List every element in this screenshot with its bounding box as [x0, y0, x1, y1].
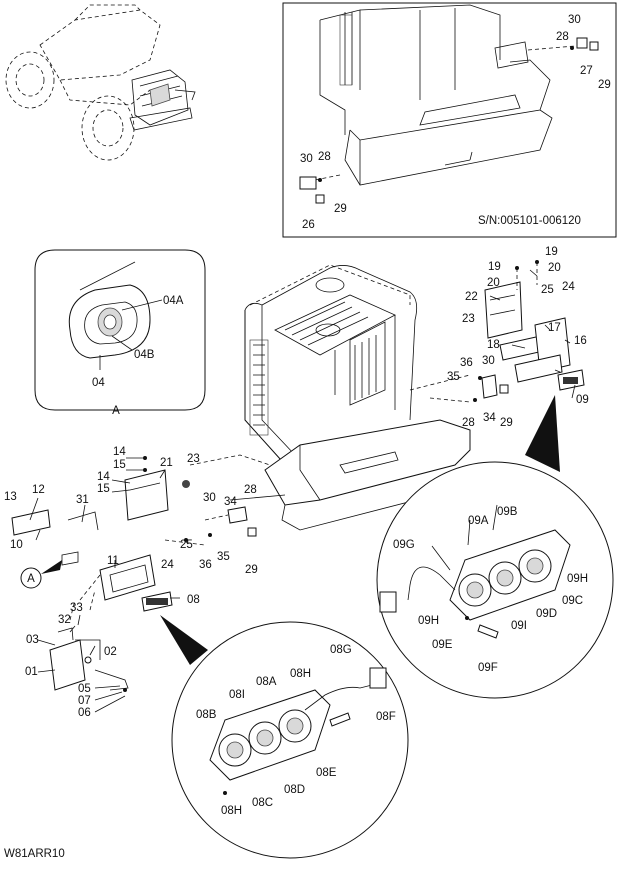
label-09d: 09D — [536, 608, 557, 620]
diagram-code: W81ARR10 — [4, 848, 65, 860]
label-31: 31 — [76, 494, 89, 506]
label-35b: 35 — [217, 551, 230, 563]
label-35a: 35 — [447, 371, 460, 383]
label-08d: 08D — [284, 784, 305, 796]
label-24a: 24 — [562, 281, 575, 293]
part-labels: 30 28 29 26 30 28 27 29 S/N:005101-00612… — [4, 14, 611, 860]
label-12: 12 — [32, 484, 45, 496]
label-08h1: 08H — [290, 668, 311, 680]
label-21: 21 — [160, 457, 173, 469]
detail-a-view — [34, 249, 206, 411]
label-26: 26 — [302, 219, 315, 231]
label-30a: 30 — [300, 153, 313, 165]
label-08c: 08C — [252, 797, 273, 809]
label-08h2: 08H — [221, 805, 242, 817]
label-33: 33 — [70, 602, 83, 614]
label-06: 06 — [78, 707, 91, 719]
label-01: 01 — [25, 666, 38, 678]
left-lamp-parts — [11, 456, 257, 692]
label-08b: 08B — [196, 709, 217, 721]
label-15a: 15 — [113, 459, 126, 471]
label-09e: 09E — [432, 639, 453, 651]
label-30b: 30 — [568, 14, 581, 26]
label-07: 07 — [78, 695, 91, 707]
label-08e: 08E — [316, 767, 337, 779]
label-36a: 36 — [460, 357, 473, 369]
label-28b: 28 — [556, 31, 569, 43]
machine-overview — [5, 4, 196, 161]
label-08i: 08I — [229, 689, 245, 701]
label-34b: 34 — [224, 496, 237, 508]
detail-a-title: A — [112, 405, 120, 417]
label-28c: 28 — [462, 417, 475, 429]
lamp-09-detail — [376, 395, 614, 699]
callout-a-letter: A — [27, 573, 35, 585]
label-32: 32 — [58, 614, 71, 626]
label-04b: 04B — [134, 349, 155, 361]
label-14a: 14 — [113, 446, 126, 458]
label-20a: 20 — [548, 262, 561, 274]
label-24b: 24 — [161, 559, 174, 571]
label-04: 04 — [92, 377, 105, 389]
label-29b: 29 — [598, 79, 611, 91]
label-03: 03 — [26, 634, 39, 646]
label-19a: 19 — [545, 246, 558, 258]
label-08: 08 — [187, 594, 200, 606]
label-04a: 04A — [163, 295, 184, 307]
serial-note: S/N:005101-006120 — [478, 215, 581, 227]
label-09: 09 — [576, 394, 589, 406]
label-30c: 30 — [482, 355, 495, 367]
label-08g: 08G — [330, 644, 352, 656]
label-36b: 36 — [199, 559, 212, 571]
label-05: 05 — [78, 683, 91, 695]
label-19b: 19 — [488, 261, 501, 273]
label-02: 02 — [104, 646, 117, 658]
label-25a: 25 — [541, 284, 554, 296]
lamp-08-detail — [160, 615, 409, 859]
label-09h1: 09H — [567, 573, 588, 585]
serial-inset — [282, 2, 617, 238]
right-lamp-parts — [429, 260, 585, 403]
label-29d: 29 — [245, 564, 258, 576]
label-09h2: 09H — [418, 615, 439, 627]
label-18: 18 — [487, 339, 500, 351]
label-08a: 08A — [256, 676, 277, 688]
label-27: 27 — [580, 65, 593, 77]
label-28a: 28 — [318, 151, 331, 163]
label-09b: 09B — [497, 506, 518, 518]
label-29c: 29 — [500, 417, 513, 429]
label-23b: 23 — [187, 453, 200, 465]
label-15b: 15 — [97, 483, 110, 495]
label-13: 13 — [4, 491, 17, 503]
callout-a: A — [20, 560, 62, 589]
label-29a: 29 — [334, 203, 347, 215]
label-25b: 25 — [180, 539, 193, 551]
label-28d: 28 — [244, 484, 257, 496]
label-11: 11 — [107, 555, 119, 567]
label-09g: 09G — [393, 539, 415, 551]
label-16: 16 — [574, 335, 587, 347]
label-09c: 09C — [562, 595, 583, 607]
label-09a: 09A — [468, 515, 489, 527]
label-10: 10 — [10, 539, 23, 551]
label-08f: 08F — [376, 711, 396, 723]
label-23a: 23 — [462, 313, 475, 325]
hood-assembly — [189, 264, 471, 531]
label-17: 17 — [548, 322, 561, 334]
label-22: 22 — [465, 291, 478, 303]
label-14b: 14 — [97, 471, 110, 483]
label-20b: 20 — [487, 277, 500, 289]
leader-lines — [29, 269, 576, 713]
label-34a: 34 — [483, 412, 496, 424]
label-09i: 09I — [511, 620, 527, 632]
label-30d: 30 — [203, 492, 216, 504]
label-09f: 09F — [478, 662, 498, 674]
